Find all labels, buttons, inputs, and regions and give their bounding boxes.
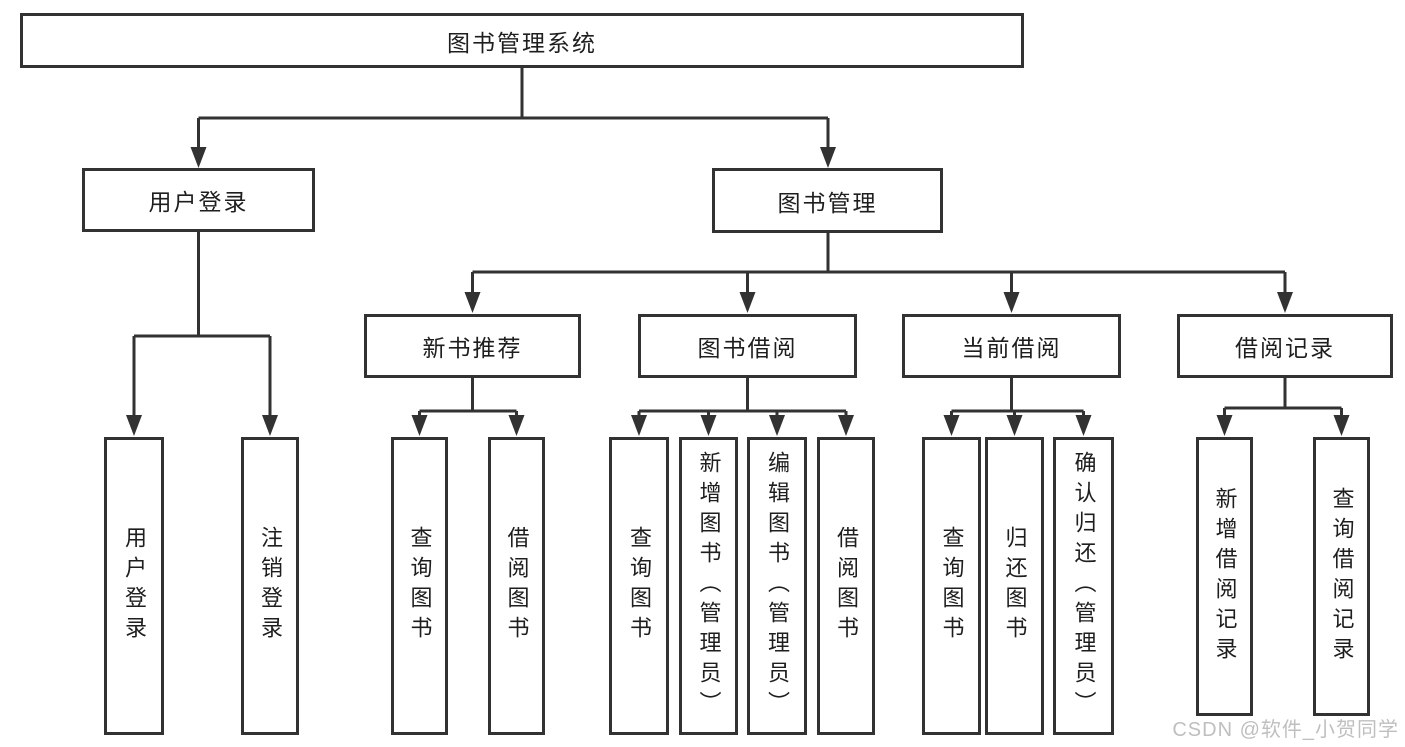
arrowhead-icons	[126, 147, 1350, 436]
node-label: 图书管理	[777, 189, 878, 216]
leaf-edit-books-admin: 编辑图书（管理员）	[747, 437, 807, 735]
node-label: 图书管理系统	[447, 29, 597, 56]
node-label: 查询图书	[939, 526, 965, 646]
leaf-borrow-books-1: 借阅图书	[488, 437, 545, 735]
node-label: 编辑图书（管理员）	[765, 451, 790, 721]
leaf-query-books-2: 查询图书	[609, 437, 669, 735]
leaf-add-books-admin: 新增图书（管理员）	[679, 437, 738, 735]
node-label: 借阅记录	[1235, 335, 1335, 361]
node-book-borrowing: 图书借阅	[638, 314, 857, 378]
leaf-borrow-books-2: 借阅图书	[817, 437, 875, 735]
node-label: 新增图书（管理员）	[696, 451, 722, 721]
leaf-query-books-1: 查询图书	[391, 437, 448, 735]
node-label: 确认归还（管理员）	[1071, 451, 1097, 721]
node-label: 归还图书	[1002, 526, 1028, 646]
tree-lines	[132, 68, 1343, 417]
leaf-query-books-3: 查询图书	[922, 437, 981, 735]
node-label: 借阅图书	[834, 526, 859, 646]
node-user-login: 用户登录	[82, 168, 315, 232]
leaf-query-borrow-record: 查询借阅记录	[1313, 437, 1370, 716]
node-root-system: 图书管理系统	[20, 13, 1024, 68]
node-label: 用户登录	[148, 189, 249, 215]
node-label: 新书推荐	[422, 335, 523, 361]
node-label: 查询图书	[627, 526, 652, 646]
node-book-management: 图书管理	[712, 168, 943, 233]
node-borrowing-records: 借阅记录	[1177, 314, 1393, 378]
node-label: 查询图书	[407, 526, 433, 646]
node-new-book-recommend: 新书推荐	[364, 314, 581, 378]
leaf-confirm-return-admin: 确认归还（管理员）	[1053, 437, 1114, 735]
leaf-return-books: 归还图书	[985, 437, 1044, 735]
leaf-user-login: 用户登录	[104, 437, 164, 735]
node-label: 新增借阅记录	[1212, 486, 1238, 667]
node-label: 注销登录	[258, 526, 283, 646]
leaf-logout: 注销登录	[241, 437, 299, 735]
node-label: 借阅图书	[504, 526, 530, 646]
node-label: 图书借阅	[697, 335, 798, 361]
csdn-watermark: CSDN @软件_小贺同学	[1172, 719, 1399, 741]
node-label: 当前借阅	[961, 335, 1062, 361]
node-current-borrowing: 当前借阅	[902, 314, 1121, 378]
node-label: 用户登录	[122, 526, 147, 646]
node-label: 查询借阅记录	[1329, 486, 1355, 667]
leaf-add-borrow-record: 新增借阅记录	[1196, 437, 1253, 716]
